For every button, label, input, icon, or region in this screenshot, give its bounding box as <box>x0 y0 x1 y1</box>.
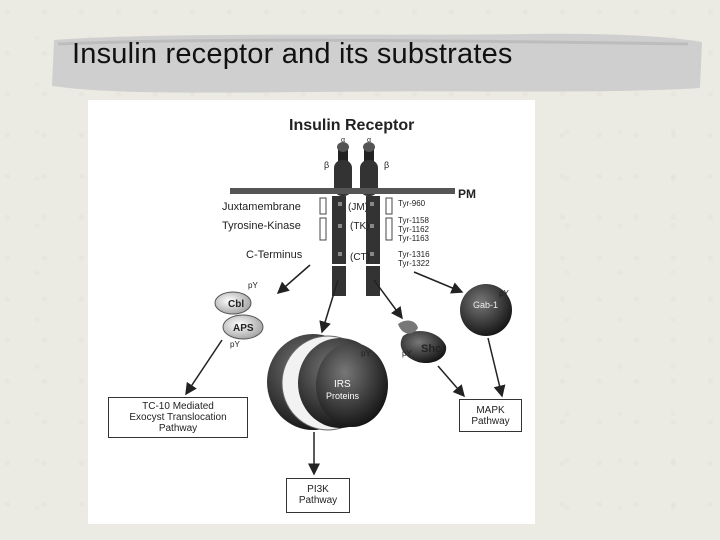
membrane-label: PM <box>458 187 476 201</box>
gab1-py: pY <box>499 289 509 298</box>
tyr-1163-label: Tyr-1163 <box>398 234 430 243</box>
receptor-subunits <box>332 142 380 296</box>
insulin-receptor-diagram: Insulin Receptor α α β β PM Juxtamembran… <box>185 117 512 476</box>
diagram-heading: Insulin Receptor <box>289 117 414 134</box>
tc10-pathway-box: TC-10 Mediated Exocyst Translocation Pat… <box>108 397 248 438</box>
gab1-label: Gab-1 <box>473 300 498 310</box>
signal-arrows <box>185 264 506 476</box>
cbl-substrate <box>214 291 252 315</box>
irs-py: pY <box>361 349 371 358</box>
cbl-py: pY <box>248 281 258 290</box>
tyr-1316-label: Tyr-1316 <box>398 250 430 259</box>
cbl-label: Cbl <box>228 299 244 310</box>
slide-title: Insulin receptor and its substrates <box>72 38 513 70</box>
aps-py: pY <box>230 340 240 349</box>
alpha-label-left: α <box>341 137 345 144</box>
tyr-1322-label: Tyr-1322 <box>398 259 430 268</box>
pi3k-line1: PI3K <box>307 484 329 495</box>
mapk-pathway-box: MAPK Pathway <box>459 399 522 432</box>
gab1-substrate <box>460 284 512 336</box>
aps-label: APS <box>233 323 254 334</box>
juxtamembrane-label: Juxtamembrane <box>222 201 301 213</box>
tyr-1162-label: Tyr-1162 <box>398 225 430 234</box>
mapk-line1: MAPK <box>476 405 505 416</box>
beta-label-left: β <box>324 160 329 170</box>
irs-label-line1: IRS <box>334 379 351 390</box>
ct-abbr: (CT) <box>350 252 370 263</box>
shc-substrate <box>400 331 447 364</box>
shc-label: Shc <box>421 343 441 355</box>
tyrosine-kinase-label: Tyrosine-Kinase <box>222 220 301 232</box>
tyr-1158-label: Tyr-1158 <box>398 216 430 225</box>
aps-substrate <box>222 314 264 340</box>
pi3k-line2: Pathway <box>298 495 338 506</box>
alpha-label-right: α <box>367 137 371 144</box>
shc-py: pY <box>402 349 412 358</box>
tk-abbr: (TK) <box>350 221 369 232</box>
irs-label-line2: Proteins <box>326 391 360 401</box>
plasma-membrane <box>230 188 455 194</box>
phospho-markers <box>338 202 374 256</box>
tc10-line3: Pathway <box>158 423 198 434</box>
irs-proteins <box>267 334 388 431</box>
tc10-line2: Exocyst Translocation <box>129 412 227 423</box>
c-terminus-label: C-Terminus <box>246 249 303 261</box>
mapk-line2: Pathway <box>471 416 510 427</box>
tyr-960-label: Tyr-960 <box>398 199 426 208</box>
figure-panel: Insulin Receptor α α β β PM Juxtamembran… <box>88 100 535 524</box>
jm-abbr: (JM) <box>348 202 368 213</box>
beta-label-right: β <box>384 160 389 170</box>
title-brush-stroke <box>52 33 702 93</box>
pi3k-pathway-box: PI3K Pathway <box>286 478 350 513</box>
tc10-line1: TC-10 Mediated <box>142 401 214 412</box>
